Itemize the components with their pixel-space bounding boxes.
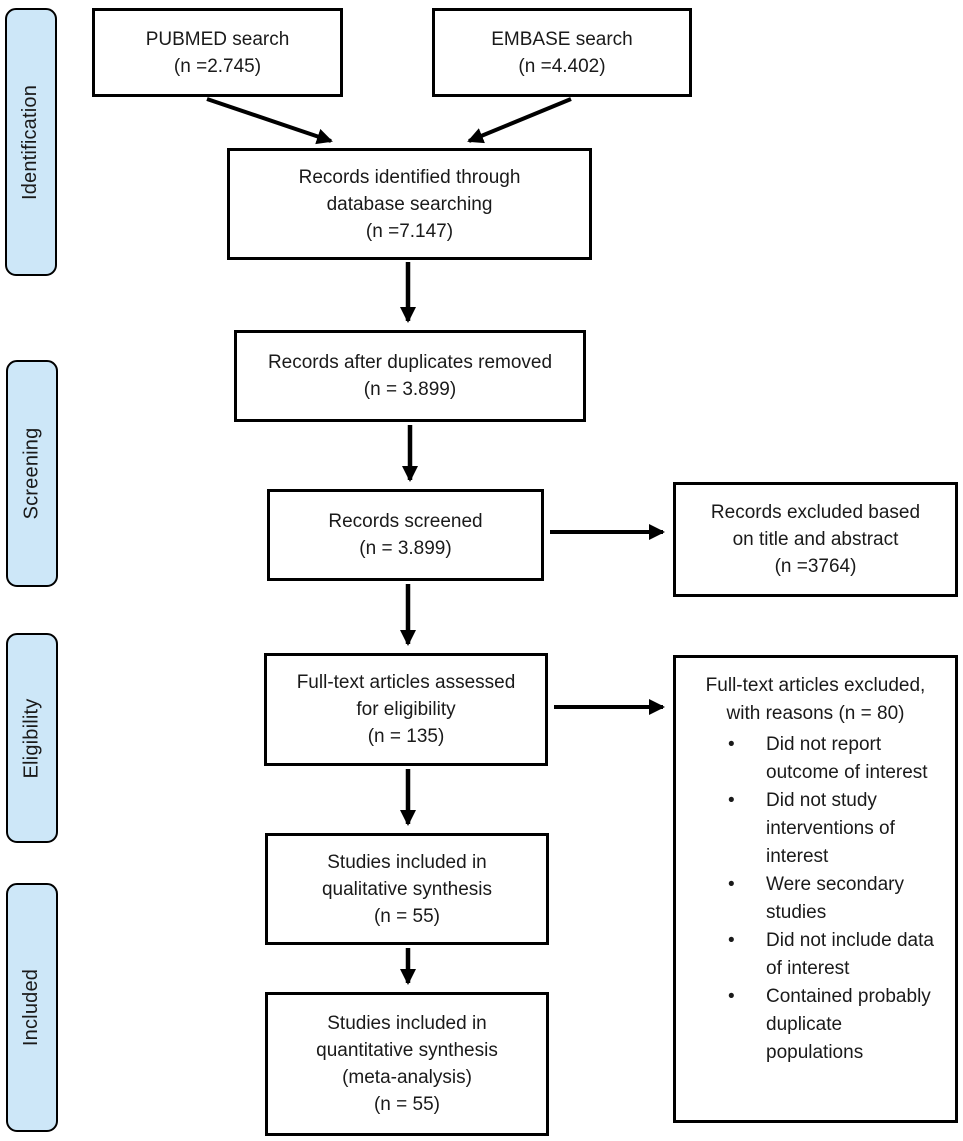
stage-label-text: Included <box>20 968 43 1047</box>
exclusion-reason: Did not report outcome of interest <box>766 734 928 783</box>
box-duplicates-removed: Records after duplicates removed (n = 3.… <box>234 330 586 422</box>
box-count: (n = 3.899) <box>363 379 457 400</box>
box-text-line: on title and abstract <box>732 529 899 550</box>
stage-label-identification: Identification <box>5 8 57 276</box>
exclusion-reason: Were secondary studies <box>766 874 904 923</box>
box-count: (n = 55) <box>373 1094 440 1115</box>
box-quantitative-synthesis: Studies included in quantitative synthes… <box>265 992 549 1136</box>
exclusion-reason-list: Did not report outcome of interest Did n… <box>676 731 955 1067</box>
box-count: (n =7.147) <box>365 220 454 242</box>
bullet-icon <box>728 731 766 759</box>
stage-label-screening: Screening <box>6 360 58 587</box>
exclusion-reason: Contained probably duplicate populations <box>766 986 931 1063</box>
box-text-line: database searching <box>326 193 493 215</box>
stage-label-eligibility: Eligibility <box>6 633 58 843</box>
stage-label-included: Included <box>6 883 58 1132</box>
box-count: (n = 3.899) <box>359 538 452 559</box>
box-pubmed-search: PUBMED search (n =2.745) <box>92 8 343 97</box>
box-count: (n =2.745) <box>173 55 262 77</box>
box-count: (n =3764) <box>774 556 857 577</box>
stage-label-text: Screening <box>20 427 43 520</box>
box-text-line: Full-text articles excluded, <box>705 675 926 696</box>
list-item: Did not report outcome of interest <box>676 731 955 787</box>
box-text-line: Full-text articles assessed <box>296 672 516 693</box>
box-text-line: Records screened <box>328 511 483 532</box>
box-count: (n = 55) <box>373 905 440 927</box>
box-embase-search: EMBASE search (n =4.402) <box>432 8 692 97</box>
box-text-line: EMBASE search <box>491 28 633 50</box>
arrow-pubmed-to-identified <box>206 97 333 145</box>
bullet-icon <box>728 871 766 899</box>
bullet-icon <box>728 927 766 955</box>
box-records-excluded: Records excluded based on title and abst… <box>673 482 958 597</box>
exclusion-reason: Did not include data of interest <box>766 930 934 979</box>
exclusion-reason: Did not study interventions of interest <box>766 790 895 867</box>
box-text-line: with reasons (n = 80) <box>726 703 905 724</box>
box-text-line: Studies included in <box>327 851 487 873</box>
box-fulltext-assessed: Full-text articles assessed for eligibil… <box>264 653 548 766</box>
box-text-line: Records identified through <box>298 166 521 188</box>
box-count: (n = 135) <box>367 726 445 747</box>
box-text-line: Records excluded based <box>710 502 921 523</box>
box-records-screened: Records screened (n = 3.899) <box>267 489 544 581</box>
box-qualitative-synthesis: Studies included in qualitative synthesi… <box>265 833 549 945</box>
box-text-line: Studies included in <box>327 1013 487 1034</box>
list-item: Were secondary studies <box>676 871 955 927</box>
list-item: Contained probably duplicate populations <box>676 983 955 1067</box>
box-text-line: for eligibility <box>356 699 456 720</box>
box-records-identified: Records identified through database sear… <box>227 148 592 260</box>
box-fulltext-excluded: Full-text articles excluded, with reason… <box>673 655 958 1123</box>
box-text-line: (meta-analysis) <box>342 1067 472 1088</box>
box-count: (n =4.402) <box>518 55 606 77</box>
stage-label-text: Identification <box>19 84 42 200</box>
box-text-line: qualitative synthesis <box>321 878 493 900</box>
list-item: Did not study interventions of interest <box>676 787 955 871</box>
arrow-embase-to-identified <box>467 97 572 144</box>
bullet-icon <box>728 787 766 815</box>
box-text-line: PUBMED search <box>145 28 290 50</box>
box-text-line: Records after duplicates removed <box>267 352 553 373</box>
box-text-line: quantitative synthesis <box>316 1040 498 1061</box>
bullet-icon <box>728 983 766 1011</box>
list-item: Did not include data of interest <box>676 927 955 983</box>
stage-label-text: Eligibility <box>20 697 43 779</box>
